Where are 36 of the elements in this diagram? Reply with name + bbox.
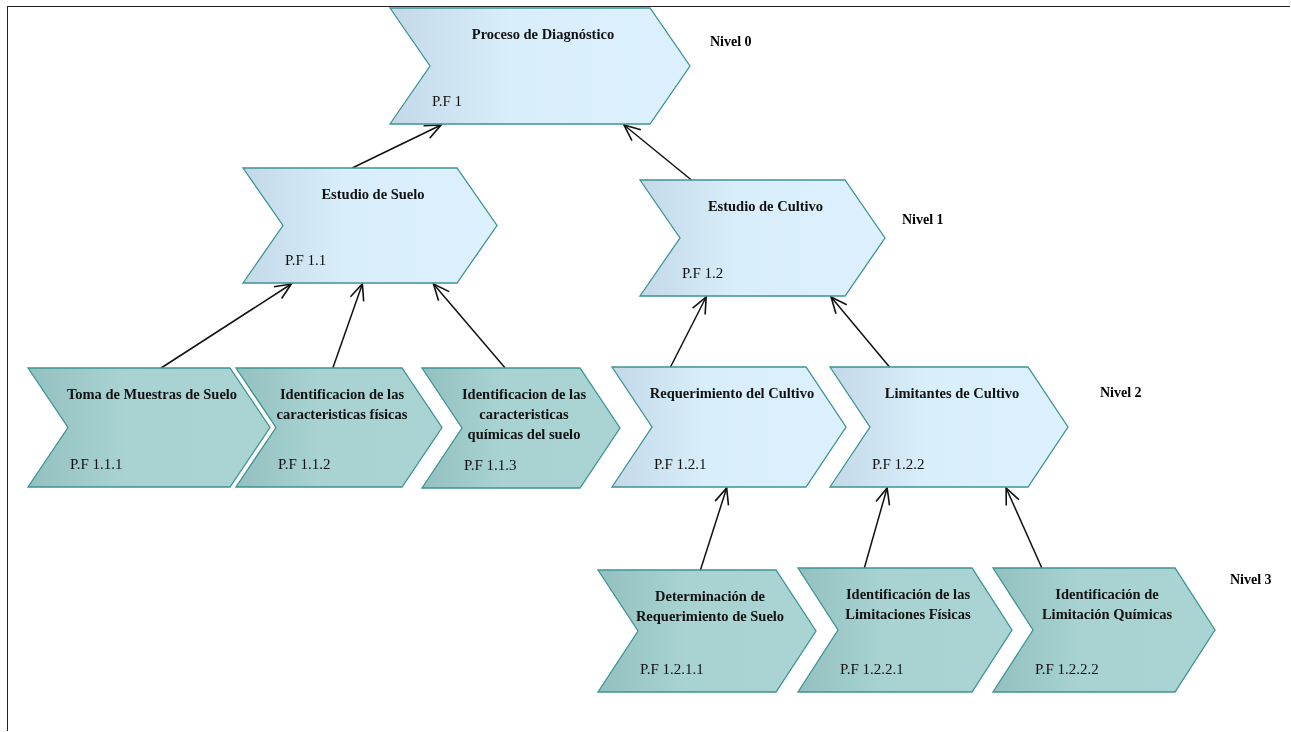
process-title: Limitantes de Cultivo	[883, 384, 1021, 403]
process-code: P.F 1.1	[285, 252, 327, 269]
arrow	[160, 283, 293, 369]
process-code: P.F 1.2.2.2	[1035, 661, 1099, 678]
level-label: Nivel 2	[1100, 385, 1142, 401]
process-title: Estudio de Cultivo	[706, 197, 825, 216]
level-label: Nivel 3	[1230, 572, 1272, 588]
process-code: P.F 1.1.1	[70, 456, 123, 473]
process-title: Identificacion de las caracteristicas químicas del suelo	[460, 385, 588, 444]
arrow	[432, 283, 506, 369]
level-label: Nivel 1	[902, 212, 944, 228]
process-title: Estudio de Suelo	[320, 185, 426, 204]
process-code: P.F 1.2.2.1	[840, 661, 904, 678]
process-title: Identificación de Limitación Químicas	[1040, 585, 1174, 624]
arrow	[332, 283, 365, 369]
level-label: Nivel 0	[710, 34, 752, 50]
process-code: P.F 1.1.2	[278, 456, 331, 473]
arrow	[351, 124, 442, 169]
process-title: Identificación de las Limitaciones Físicas	[844, 585, 972, 624]
arrow	[1005, 487, 1043, 569]
process-code: P.F 1.1.3	[464, 457, 517, 474]
process-code: P.F 1.2.1.1	[640, 661, 704, 678]
process-title: Proceso de Diagnóstico	[470, 25, 616, 44]
process-title: Determinación de Requerimiento de Suelo	[634, 587, 786, 626]
process-title: Requerimiento del Cultivo	[648, 384, 816, 403]
process-title: Identificacion de las caracteristicas físicas	[275, 385, 409, 424]
process-title: Toma de Muestras de Suelo	[65, 385, 239, 404]
process-code: P.F 1.2	[682, 265, 724, 282]
arrow	[699, 487, 730, 571]
arrow	[863, 487, 891, 569]
process-code: P.F 1.2.2	[872, 456, 925, 473]
arrow	[669, 296, 707, 368]
arrow	[623, 124, 693, 181]
process-code: P.F 1	[432, 93, 463, 110]
arrow	[830, 296, 891, 368]
process-code: P.F 1.2.1	[654, 456, 707, 473]
